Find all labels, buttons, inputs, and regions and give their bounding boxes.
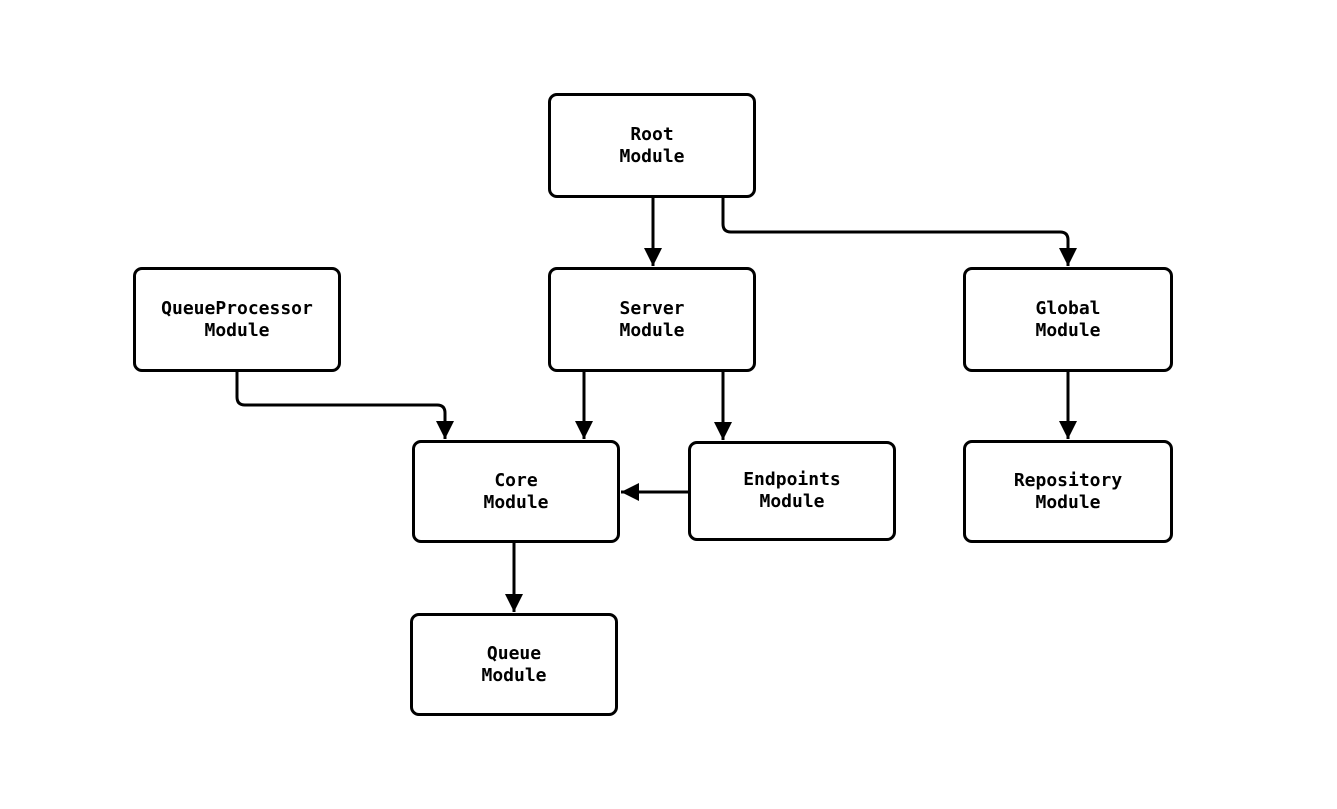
node-endpoints-label-line2: Module <box>759 491 825 512</box>
node-core-label-line2: Module <box>483 491 549 513</box>
edge-root-to-global <box>721 198 1077 266</box>
node-server-label-line1: Server <box>619 297 685 319</box>
edge-queueprocessor-to-core <box>235 372 454 439</box>
node-root-label-line2: Module <box>619 145 685 167</box>
node-core-label-line1: Core <box>494 469 538 491</box>
node-queueprocessor-label-line1: QueueProcessor <box>161 297 313 319</box>
node-endpoints-label-line1: Endpoints <box>743 469 841 490</box>
node-global-label-line1: Global <box>1035 297 1101 319</box>
node-queueprocessor-label-line2: Module <box>204 319 270 341</box>
node-server-label-line2: Module <box>619 319 685 341</box>
node-repository-label-line2: Module <box>1035 491 1101 513</box>
node-root-label-line1: Root <box>630 123 674 145</box>
node-global-label-line2: Module <box>1035 319 1101 341</box>
node-queue-label-line1: Queue <box>486 642 542 664</box>
node-repository-label-line1: Repository <box>1013 469 1123 491</box>
node-queue-label-line2: Module <box>481 664 547 686</box>
